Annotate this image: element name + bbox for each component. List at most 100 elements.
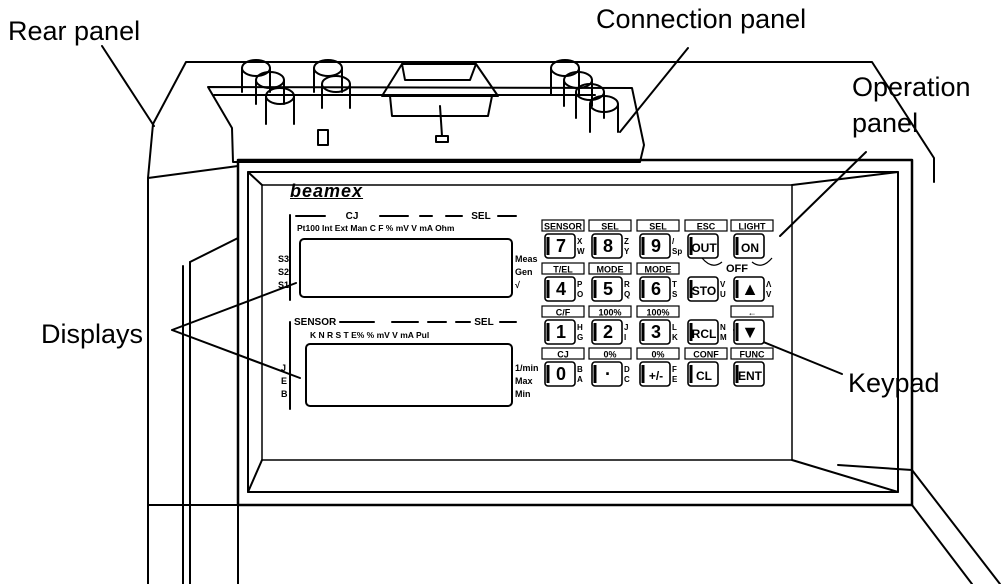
key-main-label: 1 (556, 322, 566, 342)
key-sub-label: Y (624, 247, 630, 256)
brand-logo: beamex (290, 181, 364, 201)
key-sub-label: O (577, 290, 583, 299)
key-sub-label: J (624, 323, 628, 332)
key-button[interactable]: ▼ (733, 319, 765, 345)
key-tab-label: CJ (541, 347, 585, 360)
callout-operation-panel-line1: Operation (852, 72, 971, 102)
key-tab-label: 100% (636, 305, 680, 318)
display-bottom-right-label: Max (515, 376, 533, 386)
key-button[interactable]: ON (733, 233, 765, 259)
key-tab-label: ESC (684, 219, 728, 232)
key-sub-label: V (766, 290, 772, 299)
display-top-group-sel: SEL (471, 211, 490, 222)
key-button[interactable]: CL (687, 361, 719, 387)
key-sub-label: F (672, 365, 677, 374)
key-tab-text: CJ (557, 350, 569, 360)
display-bottom-right-label: 1/min (515, 363, 539, 373)
terminals-left (241, 59, 351, 125)
display-top-right-label: Gen (515, 267, 533, 277)
leader-rear-panel (101, 45, 155, 127)
key-button[interactable]: ENT (733, 361, 765, 387)
key-sub-label: T (672, 280, 677, 289)
key-tab-label: SEL (636, 219, 680, 232)
key-main-label: OUT (691, 241, 717, 255)
key-sub-label: X (577, 237, 583, 246)
display-top-left-label: S2 (278, 267, 289, 277)
key-sub-label: E (672, 375, 678, 384)
key-button[interactable]: ▲ΛV (733, 276, 772, 302)
key-main-label: 5 (603, 279, 613, 299)
key-sub-label: U (720, 290, 726, 299)
base-tray (147, 504, 973, 584)
key-sub-label: H (577, 323, 583, 332)
toggle-switch (435, 105, 449, 143)
connection-panel-recess (207, 86, 645, 163)
callout-displays: Displays (41, 319, 144, 349)
key-main-label: 0 (556, 364, 566, 384)
leader-displays (171, 282, 301, 379)
key-tab-label: 0% (588, 347, 632, 360)
key-button[interactable]: 4 PO (544, 276, 583, 302)
key-button[interactable]: 6 TS (639, 276, 678, 302)
key-button[interactable]: 5 RQ (591, 276, 630, 302)
key-button[interactable]: OUT (687, 233, 719, 259)
key-sub-label: K (672, 333, 678, 342)
key-tab-text: FUNC (740, 350, 765, 360)
key-sub-label: I (624, 333, 626, 342)
key-button[interactable]: ·DC (591, 361, 630, 387)
key-tab-label: FUNC (730, 347, 774, 360)
key-tab-text: LIGHT (739, 222, 766, 232)
key-tab-text: 0% (651, 350, 664, 360)
key-main-label: 3 (651, 322, 661, 342)
key-sub-label: L (672, 323, 677, 332)
key-main-label: 6 (651, 279, 661, 299)
key-main-label: 4 (556, 279, 566, 299)
key-tab-text: ESC (697, 222, 716, 232)
display-bottom-window (305, 343, 513, 407)
key-sub-label: P (577, 280, 583, 289)
display-bottom-header: K N R S T E% % mV V mA Pul (310, 330, 429, 340)
key-button[interactable]: 9/Sp (639, 233, 682, 259)
display-top-right-label: Meas (515, 254, 538, 264)
display-top-header: Pt100 Int Ext Man C F % mV V mA Ohm (297, 223, 455, 233)
display-top-group-cj: CJ (346, 211, 359, 222)
callout-keypad: Keypad (848, 368, 940, 398)
off-indicator: OFF (701, 257, 773, 275)
key-sub-label: Q (624, 290, 630, 299)
leader-connection-panel (619, 47, 689, 133)
callout-rear-panel: Rear panel (8, 16, 141, 46)
key-tab-text: SEL (649, 222, 667, 232)
key-sub-label: Z (624, 237, 629, 246)
off-label: OFF (726, 263, 748, 275)
key-main-label: ENT (738, 369, 763, 383)
key-sub-label: C (624, 375, 630, 384)
display-top-right-label: √ (515, 280, 520, 290)
key-main-label: RCL (692, 327, 717, 341)
display-top-left-label: S1 (278, 280, 289, 290)
key-sub-label: R (624, 280, 630, 289)
key-tab-label: SEL (588, 219, 632, 232)
key-button[interactable]: 3 LK (639, 319, 678, 345)
key-tab-label: 0% (636, 347, 680, 360)
key-button[interactable]: +/- FE (639, 361, 678, 387)
display-bottom-left-label: E (281, 376, 287, 386)
body-left-edge (147, 123, 154, 584)
key-sub-label: D (624, 365, 630, 374)
key-sub-label: Λ (766, 280, 772, 289)
key-tab-label: MODE (588, 262, 632, 275)
key-main-label: ▼ (741, 322, 759, 342)
terminals-right (550, 59, 619, 133)
display-top-left-label: S3 (278, 254, 289, 264)
key-main-label: +/- (649, 369, 663, 383)
key-sub-label: S (672, 290, 678, 299)
key-sub-label: M (720, 333, 727, 342)
key-tab-label: LIGHT (730, 219, 774, 232)
